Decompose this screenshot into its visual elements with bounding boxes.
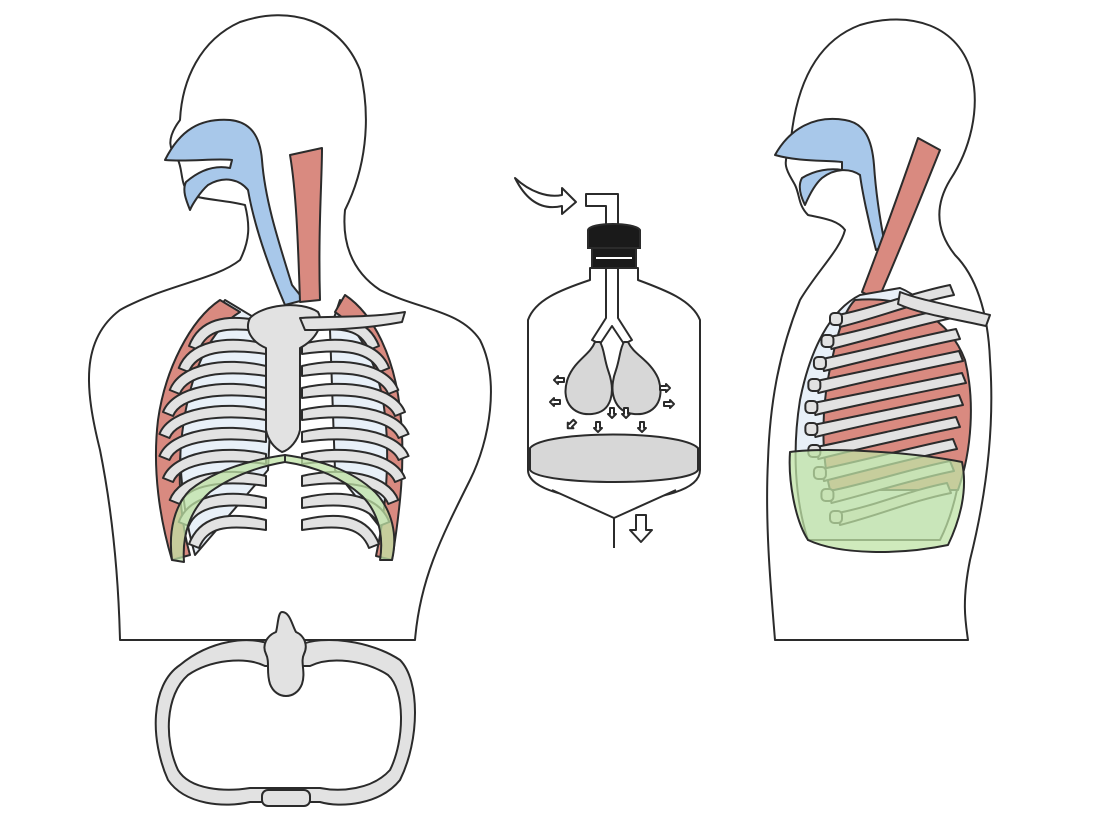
rib-cross-section: [154, 611, 416, 807]
front-rib-right: [301, 514, 380, 549]
small-arrow-icon: [607, 407, 617, 419]
front-rib-cage: [158, 316, 410, 549]
jar-balloon-left: [564, 341, 613, 416]
front-rib-left: [177, 338, 267, 373]
small-arrow-icon: [659, 383, 671, 393]
side-vertebra: [804, 400, 819, 414]
side-rib: [812, 394, 964, 438]
side-torso-figure: [766, 18, 993, 641]
front-nasal-airway: [164, 118, 305, 306]
side-vertebra: [807, 378, 822, 392]
small-arrow-icon: [637, 421, 647, 433]
small-arrow-icon: [663, 399, 675, 409]
front-torso-figure: [88, 14, 492, 641]
jar-stopper: [587, 223, 641, 249]
jar-balloon-right: [611, 341, 662, 416]
front-rib-left: [158, 404, 267, 439]
small-arrow-icon: [621, 407, 631, 419]
front-rib-right: [301, 338, 391, 373]
side-vertebra: [812, 356, 827, 370]
cross-section-vertebra: [263, 611, 307, 697]
side-nasal-airway: [774, 118, 886, 251]
small-arrow-icon: [553, 375, 565, 385]
down-arrow-icon: [629, 514, 653, 543]
front-clavicle: [299, 311, 406, 331]
front-sternum: [247, 304, 322, 453]
front-rib-left: [188, 514, 267, 549]
small-arrow-icon: [566, 418, 578, 430]
bell-jar-model: [514, 177, 701, 548]
side-rib: [815, 350, 964, 394]
curved-arrow-icon: [514, 177, 577, 215]
front-esophagus: [289, 147, 323, 303]
front-rib-left: [158, 426, 267, 461]
jar-diaphragm: [529, 433, 699, 483]
front-rib-right: [301, 448, 406, 483]
side-diaphragm: [788, 449, 965, 553]
side-rib: [837, 284, 955, 328]
side-clavicle: [897, 291, 991, 327]
front-rib-right: [301, 404, 410, 439]
front-diaphragm-left: [169, 454, 286, 563]
small-arrow-icon: [593, 421, 603, 433]
side-rib: [820, 328, 961, 372]
side-rib: [812, 372, 967, 416]
front-diaphragm-right: [284, 454, 396, 561]
front-rib-right: [301, 426, 410, 461]
front-rib-left: [162, 448, 267, 483]
small-arrow-icon: [549, 397, 561, 407]
pressure-arrows: [549, 375, 675, 433]
jar-funnel: [551, 489, 677, 519]
side-vertebra: [829, 312, 843, 326]
front-rib-left: [162, 382, 267, 417]
cross-section-sternum: [261, 789, 311, 807]
front-rib-right: [301, 382, 406, 417]
side-vertebra: [804, 422, 819, 436]
side-vertebra: [820, 334, 835, 348]
jar-bronchi: [591, 267, 633, 345]
